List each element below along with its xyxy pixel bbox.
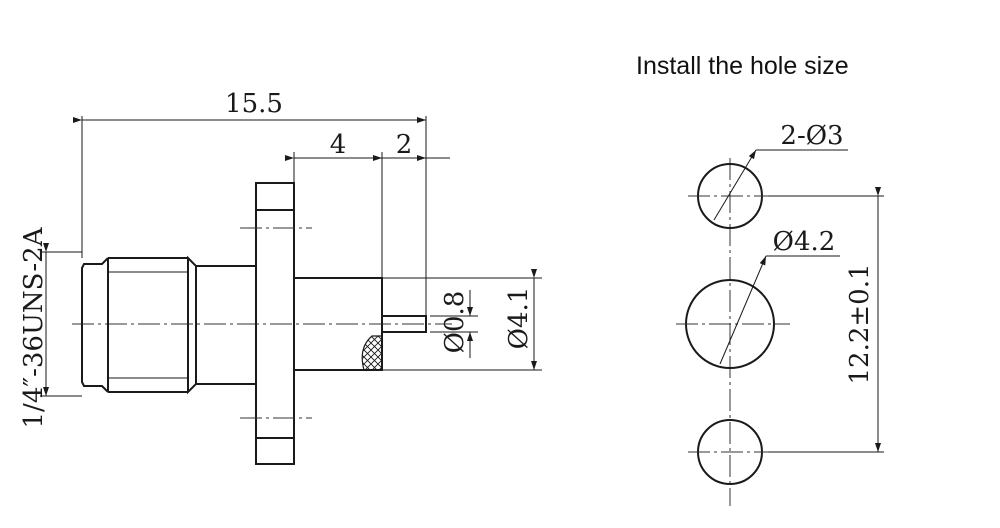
panel-cutout-title: Install the hole size — [636, 52, 849, 80]
pin-length-label: 2 — [396, 130, 413, 160]
center-hole-label: Ø4.2 — [773, 227, 836, 257]
connector-side-view: 15.5 4 2 1/4″-36UNS-2A Ø0.8 Ø4.1 — [19, 89, 542, 465]
dielectric-section — [361, 335, 383, 371]
center-pin — [381, 315, 427, 333]
mount-holes-label: 2-Ø3 — [780, 121, 843, 151]
mount-hole-leader — [713, 149, 757, 221]
panel-cutout-view: 2-Ø3 Ø4.2 12.2±0.1 — [676, 121, 884, 506]
body-diameter-label: Ø4.1 — [504, 287, 534, 350]
connector-body — [195, 265, 257, 385]
pin-diameter-label: Ø0.8 — [440, 291, 470, 354]
body-length-label: 4 — [330, 130, 347, 160]
center-hole-leader — [719, 255, 767, 365]
hole-spacing-label: 12.2±0.1 — [845, 263, 875, 384]
thread-spec-label: 1/4″-36UNS-2A — [19, 226, 49, 428]
coupling-nut — [81, 255, 197, 395]
overall-length-label: 15.5 — [225, 89, 283, 119]
